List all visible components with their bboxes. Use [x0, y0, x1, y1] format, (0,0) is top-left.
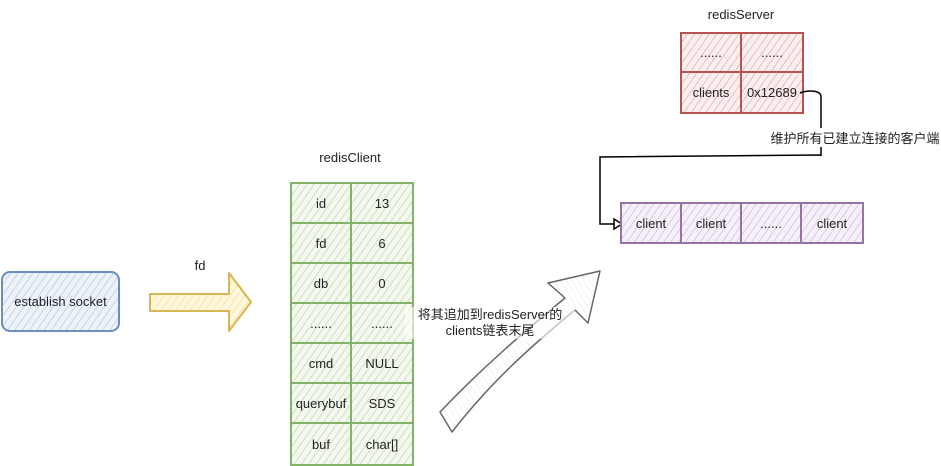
append-arrow-label: 将其追加到redisServer的 clients链表末尾 — [405, 307, 575, 339]
redis-server-table: ...... ...... clients 0x12689 — [680, 32, 804, 114]
client-value-fd: 6 — [352, 224, 412, 264]
connector-arrowhead-icon — [613, 217, 624, 231]
client-value-cmd: NULL — [352, 344, 412, 384]
list-item: client — [682, 204, 742, 242]
server-value-clients: 0x12689 — [747, 85, 797, 100]
client-field-fd: fd — [292, 224, 352, 264]
server-value-ellipsis: ...... — [742, 34, 802, 73]
append-label-line1: 将其追加到redisServer的 — [417, 307, 563, 322]
client-value-querybuf: SDS — [352, 384, 412, 424]
list-item: ...... — [742, 204, 802, 242]
list-item: client — [622, 204, 682, 242]
server-field-clients: clients — [682, 73, 742, 112]
fd-arrow[interactable] — [145, 270, 255, 335]
client-field-buf: buf — [292, 424, 352, 464]
client-field-querybuf: querybuf — [292, 384, 352, 424]
client-value-db: 0 — [352, 264, 412, 304]
client-linked-list: client client ...... client — [620, 202, 864, 244]
fd-arrow-label: fd — [194, 258, 206, 273]
establish-socket-label: establish socket — [14, 294, 107, 309]
client-field-db: db — [292, 264, 352, 304]
connector-label: 维护所有已建立连接的客户端 — [770, 128, 940, 147]
client-value-ellipsis: ...... — [352, 304, 412, 344]
client-value-buf: char[] — [365, 436, 399, 452]
client-field-cmd: cmd — [292, 344, 352, 384]
append-label-line2: clients链表末尾 — [445, 323, 535, 338]
client-value-id: 13 — [352, 184, 412, 224]
client-field-id: id — [292, 184, 352, 224]
redis-client-table: id 13 fd 6 db 0 ...... ...... cmd NULL q… — [290, 182, 414, 466]
redis-server-title: redisServer — [707, 7, 775, 22]
establish-socket-node[interactable]: establish socket — [1, 271, 120, 332]
server-field-ellipsis: ...... — [682, 34, 742, 73]
client-field-ellipsis: ...... — [292, 304, 352, 344]
redis-client-title: redisClient — [319, 150, 381, 165]
list-item: client — [816, 215, 848, 231]
